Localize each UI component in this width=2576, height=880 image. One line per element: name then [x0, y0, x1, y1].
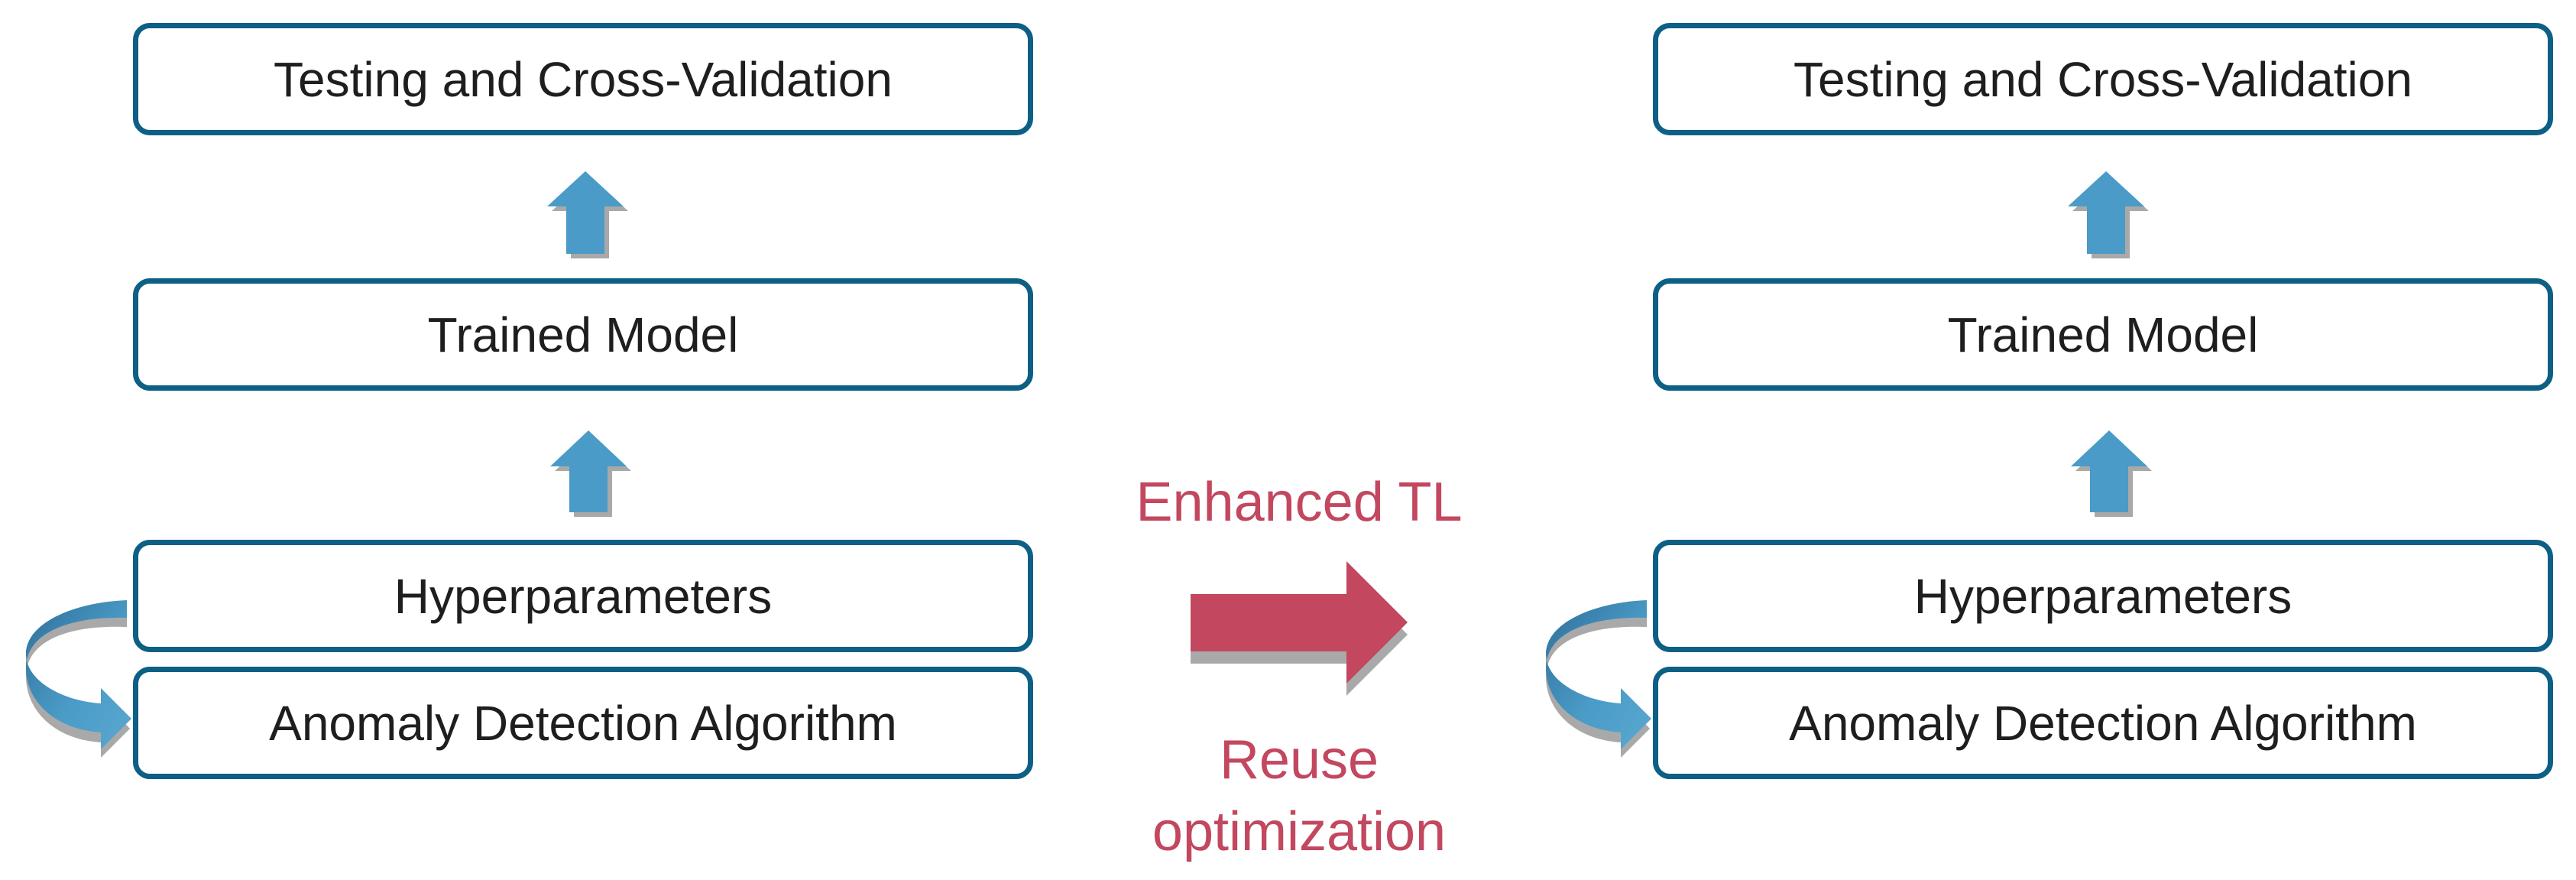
box-label: Trained Model — [1947, 307, 2259, 362]
up-arrow-icon — [2071, 430, 2152, 517]
anomaly-detection-algorithm-box: Anomaly Detection Algorithm — [133, 667, 1033, 779]
testing-cross-validation-box: Testing and Cross-Validation — [133, 23, 1033, 135]
box-label: Anomaly Detection Algorithm — [1789, 695, 2417, 751]
box-label: Hyperparameters — [394, 568, 773, 624]
enhanced-tl-label: Enhanced TL — [1136, 472, 1463, 533]
box-label: Anomaly Detection Algorithm — [269, 695, 897, 751]
up-arrow-icon — [550, 430, 631, 517]
reuse-optimization-line1: Reuse — [1219, 729, 1379, 791]
hyperparameters-box: Hyperparameters — [133, 540, 1033, 652]
box-label: Trained Model — [427, 307, 739, 362]
testing-cross-validation-box: Testing and Cross-Validation — [1653, 23, 2553, 135]
trained-model-box: Trained Model — [133, 278, 1033, 391]
trained-model-box: Trained Model — [1653, 278, 2553, 391]
box-label: Testing and Cross-Validation — [274, 51, 893, 107]
box-label: Hyperparameters — [1913, 568, 2292, 624]
hyperparameters-box: Hyperparameters — [1653, 540, 2553, 652]
box-label: Testing and Cross-Validation — [1793, 51, 2412, 107]
curved-loop-arrow-icon — [1546, 600, 1651, 758]
up-arrow-icon — [547, 171, 628, 258]
reuse-optimization-line2: optimization — [1152, 801, 1447, 862]
right-arrow-icon — [1191, 561, 1408, 696]
curved-loop-arrow-icon — [26, 600, 131, 758]
reuse-optimization-label: Reuse optimization — [1070, 724, 1528, 868]
up-arrow-icon — [2068, 171, 2149, 258]
anomaly-detection-algorithm-box: Anomaly Detection Algorithm — [1653, 667, 2553, 779]
